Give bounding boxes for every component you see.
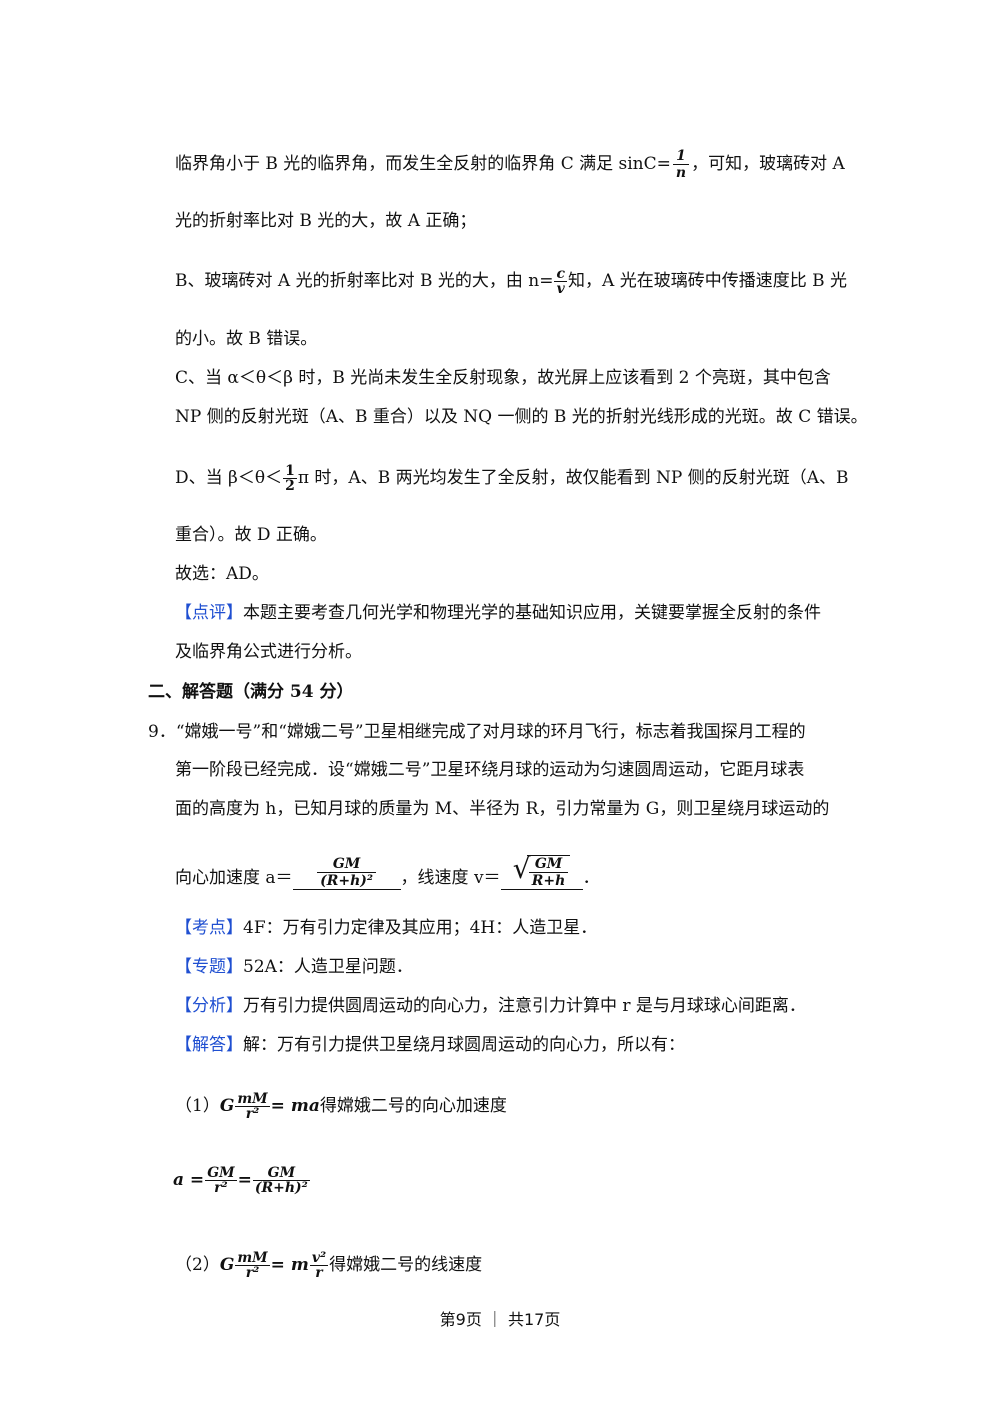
kaodian-tag: 【考点】 — [175, 918, 243, 938]
fraction-numerator: GM — [534, 856, 563, 872]
text-segment: （1） — [175, 1096, 220, 1116]
question-line: 9．“嫦娥一号”和“嫦娥二号”卫星相继完成了对月球的环月飞行，标志着我国探月工程… — [148, 722, 806, 742]
fraction: GM(R+h)² — [252, 1165, 310, 1196]
fraction-denominator: (R+h)² — [317, 872, 377, 889]
text-segment: 4F：万有引力定律及其应用；4H：人造卫星． — [243, 918, 598, 938]
text-segment: 万有引力提供圆周运动的向心力，注意引力计算中 r 是与月球球心间距离． — [243, 996, 806, 1016]
fraction-denominator: 2 — [283, 478, 297, 494]
text-line: 重合）。故 D 正确。 — [175, 525, 327, 545]
fenxi-tag: 【分析】 — [175, 996, 243, 1016]
text-line: 的小。故 B 错误。 — [175, 329, 318, 349]
text-segment: D、当 β＜θ＜ — [175, 468, 283, 488]
text-segment: （2） — [175, 1255, 220, 1275]
text-segment: 得嫦娥二号的向心加速度 — [319, 1096, 507, 1116]
fraction-numerator: c — [556, 266, 566, 282]
text-line: 【分析】万有引力提供圆周运动的向心力，注意引力计算中 r 是与月球球心间距离． — [175, 994, 806, 1018]
text-segment: 52A：人造卫星问题． — [243, 957, 413, 977]
text-line: 【考点】4F：万有引力定律及其应用；4H：人造卫星． — [175, 916, 597, 940]
fraction-denominator: r — [309, 1265, 329, 1280]
text-line: 【解答】解：万有引力提供卫星绕月球圆周运动的向心力，所以有： — [175, 1033, 685, 1057]
page-footer: 第9页 ｜ 共17页 — [439, 1310, 561, 1329]
math-symbol: a = — [173, 1170, 205, 1190]
text-segment: 本题主要考查几何光学和物理光学的基础知识应用，关键要掌握全反射的条件 — [243, 603, 821, 623]
fraction: GM(R+h)² — [317, 856, 377, 889]
question-line: 第一阶段已经完成．设“嫦娥二号”卫星环绕月球的运动为匀速圆周运动，它距月球表 — [175, 760, 805, 780]
zhuanti-tag: 【专题】 — [175, 957, 243, 977]
fraction-numerator: 1 — [676, 148, 686, 164]
text-line: 光的折射率比对 B 光的大，故 A 正确； — [175, 211, 477, 231]
fraction-denominator: (R+h)² — [252, 1180, 310, 1196]
math-symbol: G — [219, 1096, 235, 1116]
fraction-denominator: r² — [235, 1265, 270, 1280]
text-line: 【专题】52A：人造卫星问题． — [175, 955, 413, 979]
text-line: C、当 α＜θ＜β 时，B 光尚未发生全反射现象，故光屏上应该看到 2 个亮斑，… — [175, 368, 831, 388]
fraction-denominator: r² — [205, 1180, 237, 1195]
text-segment: 向心加速度 a＝ — [175, 868, 293, 888]
fraction-numerator: GM — [332, 856, 361, 872]
text-line: 【点评】本题主要考查几何光学和物理光学的基础知识应用，关键要掌握全反射的条件 — [175, 601, 821, 625]
section-heading: 二、解答题（满分 54 分） — [148, 682, 354, 702]
math-symbol: = — [237, 1170, 252, 1190]
answer-blank-a: GM(R+h)² — [292, 856, 401, 890]
math-symbol: = m — [270, 1255, 309, 1275]
fraction-denominator: n — [672, 164, 690, 181]
text-segment: π 时，A、B 两光均发生了全反射，故仅能看到 NP 侧的反射光斑（A、B — [297, 468, 849, 488]
question-line: 面的高度为 h，已知月球的质量为 M、半径为 R，引力常量为 G，则卫星绕月球运… — [175, 799, 830, 819]
fraction-numerator: 1 — [285, 463, 295, 479]
text-segment: B、玻璃砖对 A 光的折射率比对 B 光的大，由 n= — [175, 271, 554, 291]
text-segment: 临界角小于 B 光的临界角，而发生全反射的临界角 C 满足 sinC= — [175, 154, 671, 174]
text-line: 故选：AD。 — [175, 564, 269, 584]
text-line: 及临界角公式进行分析。 — [175, 642, 362, 662]
fraction-numerator: mM — [237, 1091, 268, 1107]
fraction-denominator: R+h — [528, 872, 569, 889]
fraction-numerator: v² — [311, 1250, 327, 1266]
text-segment: 得嫦娥二号的线速度 — [329, 1255, 483, 1275]
fraction-numerator: GM — [207, 1165, 235, 1181]
text-segment: 解：万有引力提供卫星绕月球圆周运动的向心力，所以有： — [243, 1035, 685, 1055]
fraction-numerator: GM — [267, 1165, 296, 1181]
jieda-tag: 【解答】 — [175, 1035, 243, 1055]
fraction-denominator: r² — [235, 1106, 270, 1121]
fraction-denominator: v — [554, 281, 568, 296]
comment-tag: 【点评】 — [175, 603, 243, 623]
text-segment: ． — [582, 868, 600, 888]
text-segment: 知，A 光在玻璃砖中传播速度比 B 光 — [568, 271, 847, 291]
fraction-numerator: mM — [237, 1250, 268, 1266]
text-segment: ，可知，玻璃砖对 A — [691, 154, 845, 174]
math-symbol: = ma — [270, 1096, 320, 1116]
text-line: NP 侧的反射光斑（A、B 重合）以及 NQ 一侧的 B 光的折射光线形成的光斑… — [175, 407, 868, 427]
math-symbol: G — [219, 1255, 235, 1275]
text-segment: ，线速度 v＝ — [400, 868, 501, 888]
